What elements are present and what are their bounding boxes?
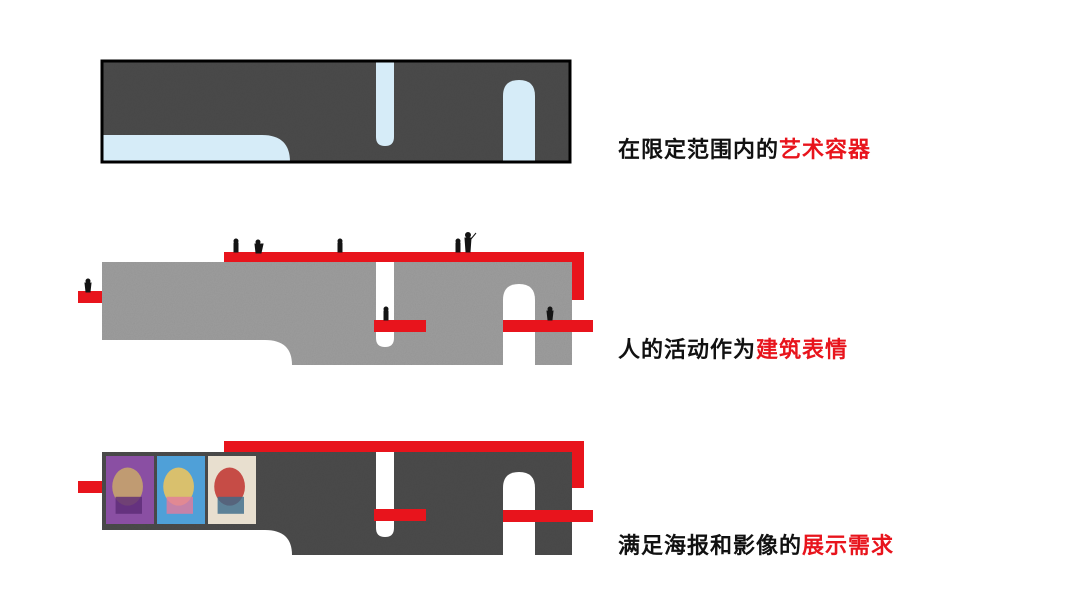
panel-3-slot-ledge [374,509,426,521]
panel-2-caption: 人的活动作为建筑表情 [618,332,848,364]
panel-3-slot-void [376,452,394,537]
panel-2-figure-2 [254,239,264,254]
panel-2-figure-6 [84,278,92,293]
panel-3-display [78,441,593,555]
panel-2-right-drop-ledge [572,252,584,300]
panel-2-figure-8 [546,306,554,321]
panel-1-caption-highlight: 艺术容器 [779,138,872,163]
panel-3-right-drop-ledge [572,441,584,488]
panel-2-left-ledge [78,291,102,303]
panel-1-arch-void [503,80,535,162]
panel-2-bottom-void [102,340,292,365]
panel-3-posters [106,456,256,524]
panel-2-roof-ledge [224,252,584,262]
panel-2-human-activity [78,232,593,365]
panel-2-caption-plain: 人的活动作为 [618,338,757,363]
panel-1-slot-void [376,61,394,146]
panel-1-caption: 在限定范围内的艺术容器 [618,132,871,164]
panel-1-frame [100,59,572,164]
panel-3-roof-ledge [224,441,584,452]
panel-3-arch-ledge [503,510,593,522]
panel-2-figure-5 [464,232,477,253]
panel-3-caption-plain: 满足海报和影像的 [618,534,803,559]
red-figure-poster [208,456,256,524]
panel-3-bottom-void [102,530,292,555]
panel-1-art-container [100,59,572,164]
panel-2-figure-3 [337,238,343,253]
panel-2-figure-1 [233,238,239,253]
panel-2-caption-highlight: 建筑表情 [756,338,849,363]
panel-3-caption-highlight: 展示需求 [802,534,895,559]
panel-1-bottom-void [102,135,290,162]
panel-2-slot-void [376,262,394,347]
panel-3-left-ledge [78,481,102,493]
panel-2-figure-7 [383,306,389,321]
panel-3-caption: 满足海报和影像的展示需求 [618,528,894,560]
swirl-poster [157,456,205,524]
panel-1-caption-plain: 在限定范围内的 [618,138,780,163]
panel-2-figure-4 [455,238,461,253]
purple-poster [106,456,154,524]
panel-2-arch-ledge [503,320,593,332]
panel-2-slot-ledge [374,320,426,332]
